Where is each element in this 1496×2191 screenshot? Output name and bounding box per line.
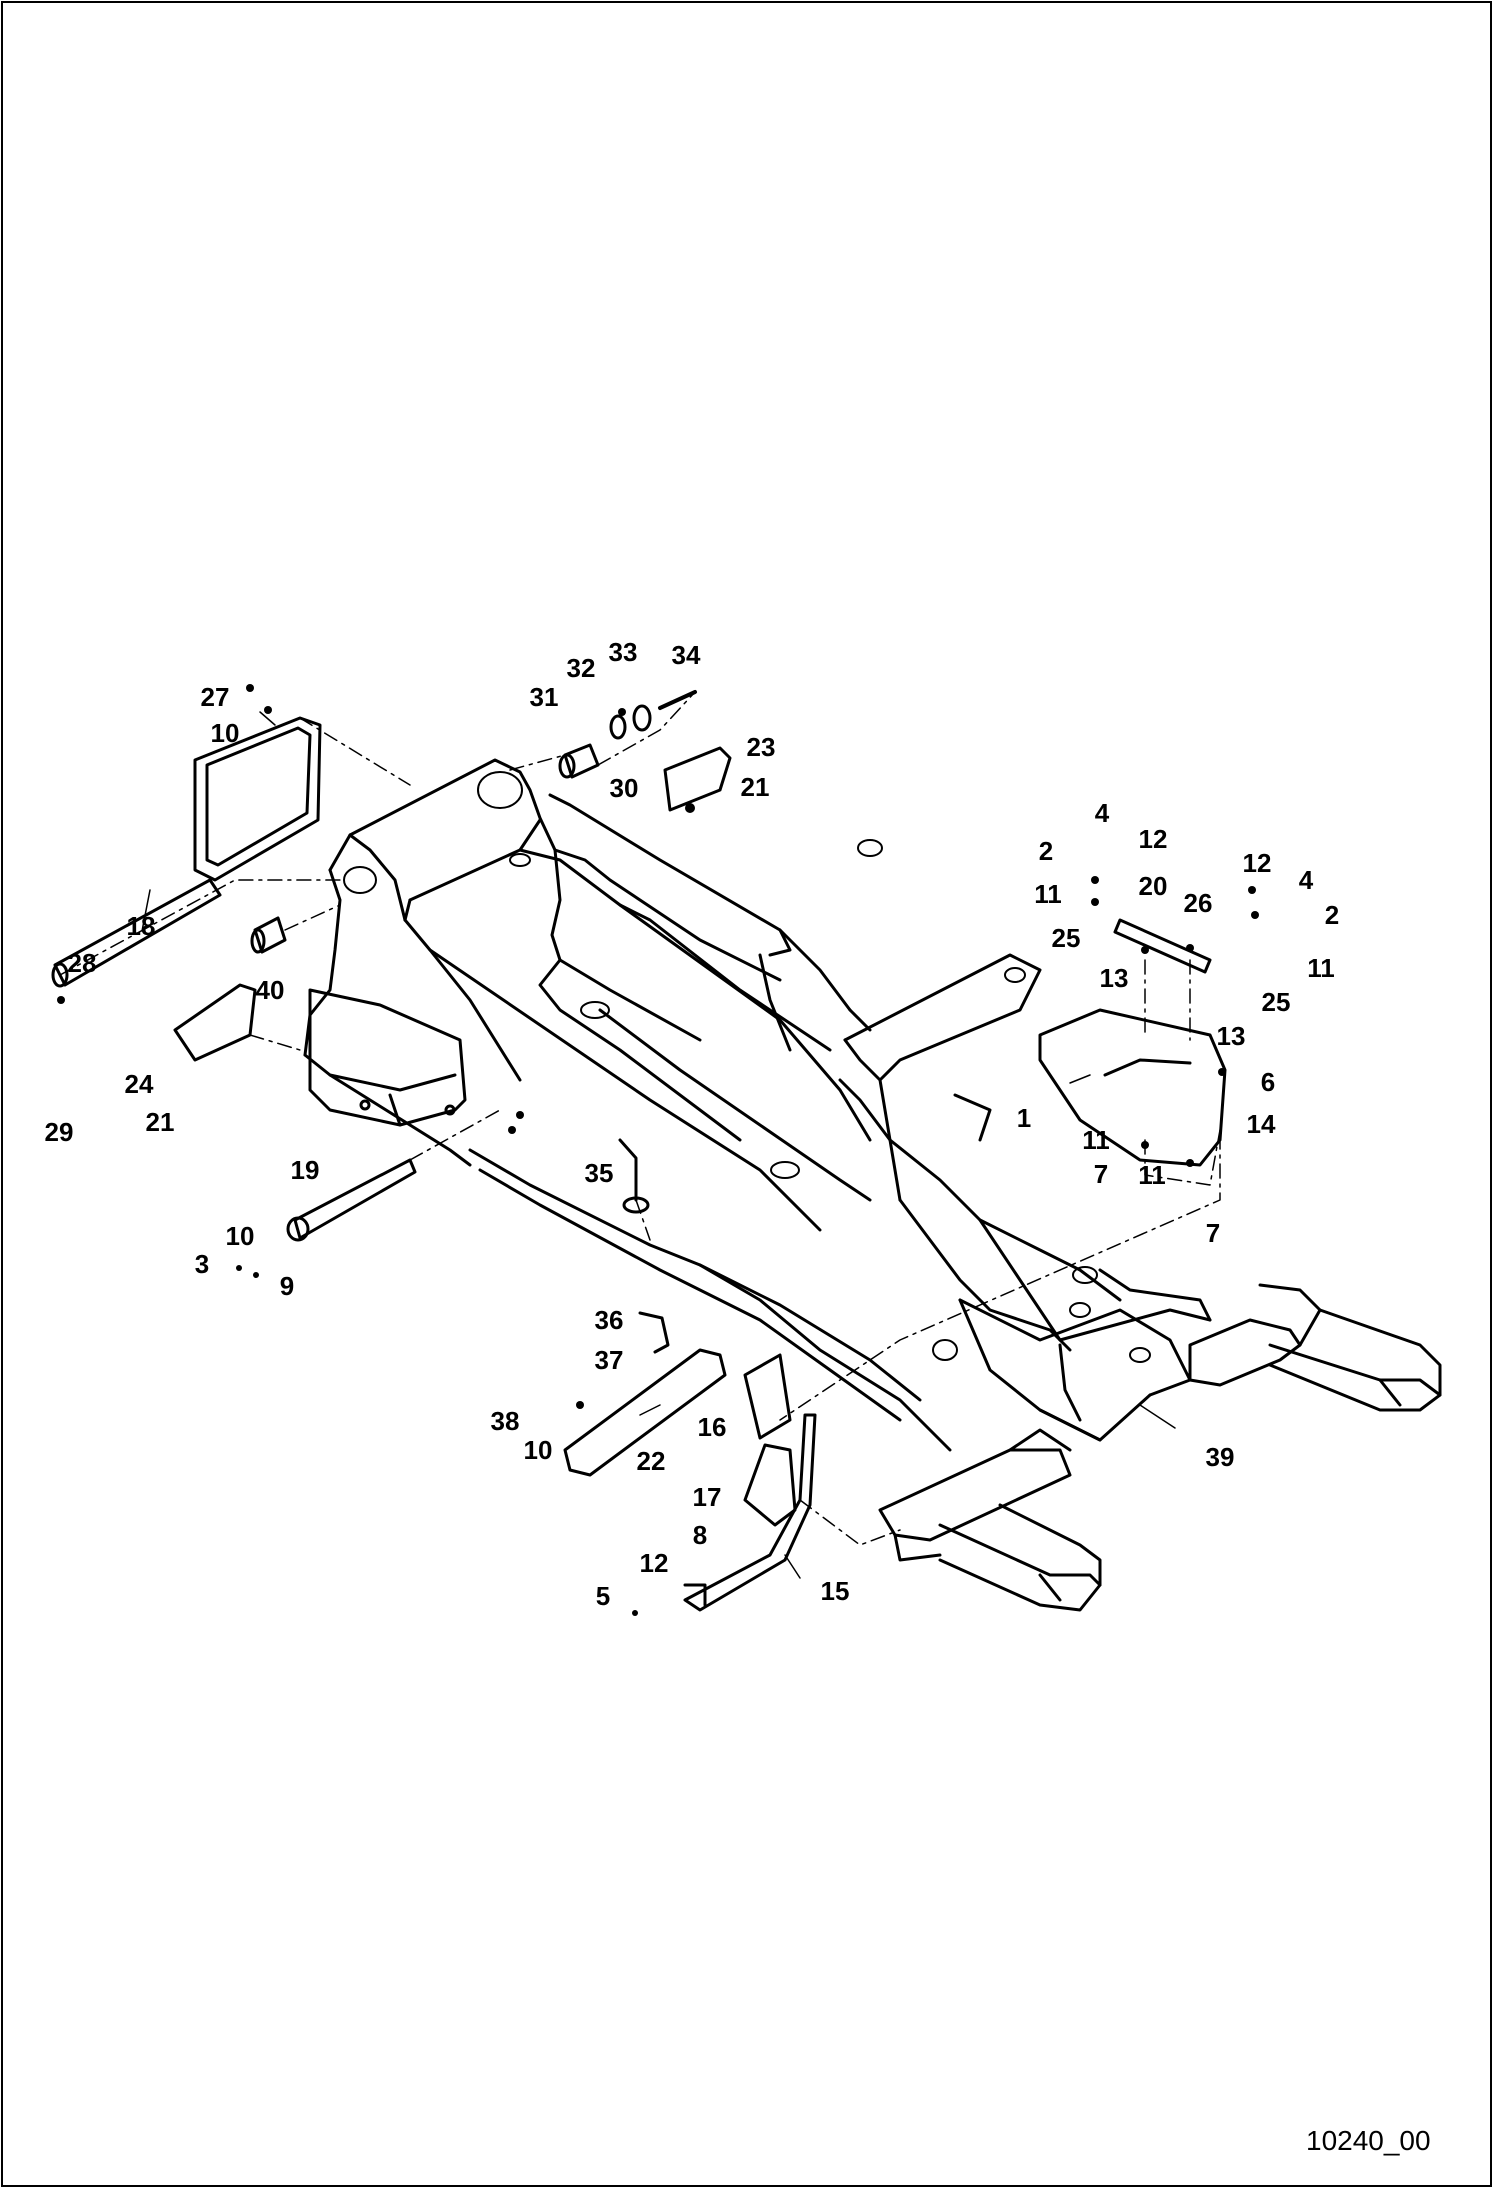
callout: 13 bbox=[1099, 963, 1129, 993]
callout: 3 bbox=[194, 1249, 210, 1279]
callout: 5 bbox=[595, 1581, 611, 1611]
callout: 37 bbox=[594, 1345, 624, 1375]
callout: 39 bbox=[1205, 1442, 1235, 1472]
callout: 25 bbox=[1051, 923, 1081, 953]
callout: 12 bbox=[639, 1548, 669, 1578]
callout: 25 bbox=[1261, 987, 1291, 1017]
callout: 10 bbox=[523, 1435, 553, 1465]
clip-36-37 bbox=[638, 1311, 670, 1354]
bracket-24 bbox=[173, 983, 257, 1062]
callout: 6 bbox=[1260, 1067, 1276, 1097]
callout: 10 bbox=[225, 1221, 255, 1251]
rod-20-26 bbox=[1113, 918, 1212, 974]
callout: 38 bbox=[490, 1406, 520, 1436]
callout: 24 bbox=[124, 1069, 154, 1099]
callout: 12 bbox=[1242, 848, 1272, 878]
callout: 31 bbox=[529, 682, 559, 712]
callout: 21 bbox=[145, 1107, 175, 1137]
callout: 2 bbox=[1038, 836, 1054, 866]
bracket-23 bbox=[663, 746, 732, 812]
callout: 19 bbox=[290, 1155, 320, 1185]
callout: 8 bbox=[692, 1520, 708, 1550]
callout: 14 bbox=[1246, 1109, 1276, 1139]
callout: 16 bbox=[697, 1412, 727, 1442]
callout: 11 bbox=[1034, 879, 1062, 909]
callout: 15 bbox=[820, 1576, 850, 1606]
callout: 40 bbox=[255, 975, 285, 1005]
callout: 32 bbox=[566, 653, 596, 683]
drawing-id-label: 10240_00 bbox=[1306, 2125, 1431, 2156]
callout: 35 bbox=[584, 1158, 614, 1188]
callout: 18 bbox=[126, 911, 156, 941]
callout: 27 bbox=[200, 682, 230, 712]
callout: 11 bbox=[1307, 953, 1335, 983]
bolt-35 bbox=[618, 1138, 650, 1214]
callout: 2 bbox=[1324, 900, 1340, 930]
bolt-34 bbox=[658, 690, 697, 710]
callout: 20 bbox=[1138, 871, 1168, 901]
front-frame bbox=[888, 1138, 1212, 1442]
washer-32 bbox=[609, 714, 627, 740]
callout: 11 bbox=[1138, 1160, 1166, 1190]
lift-arm bbox=[403, 818, 872, 1232]
leader-lines bbox=[59, 691, 1221, 1546]
callout: 17 bbox=[692, 1482, 722, 1512]
callout: 23 bbox=[746, 732, 776, 762]
callout: 4 bbox=[1298, 865, 1314, 895]
left-upright bbox=[303, 758, 702, 1167]
callout: 21 bbox=[740, 772, 770, 802]
callout: 29 bbox=[44, 1117, 74, 1147]
callout: 10 bbox=[210, 718, 240, 748]
plate-17 bbox=[743, 1443, 797, 1527]
callout: 22 bbox=[636, 1446, 666, 1476]
callout: 12 bbox=[1138, 824, 1168, 854]
callout: 34 bbox=[671, 640, 701, 670]
upper-arm bbox=[548, 793, 852, 1052]
callout-leaders bbox=[141, 711, 1176, 1579]
callout: 13 bbox=[1216, 1021, 1246, 1051]
hardware-dots bbox=[57, 684, 1259, 1616]
callout: 7 bbox=[1205, 1218, 1221, 1248]
callout: 33 bbox=[608, 637, 638, 667]
bracket-16 bbox=[743, 1353, 792, 1440]
channel-22 bbox=[563, 1348, 727, 1477]
frame-holes bbox=[343, 771, 1151, 1363]
callout: 36 bbox=[594, 1305, 624, 1335]
pin-19 bbox=[286, 1158, 417, 1242]
lower-rail bbox=[468, 1148, 952, 1452]
callout: 9 bbox=[279, 1271, 295, 1301]
callout: 4 bbox=[1094, 798, 1110, 828]
rear-crossmember bbox=[838, 953, 1042, 1202]
callout: 7 bbox=[1093, 1159, 1109, 1189]
callout: 28 bbox=[67, 948, 97, 978]
right-step bbox=[1188, 1283, 1442, 1412]
callout: 11 bbox=[1082, 1125, 1110, 1155]
bushing-40 bbox=[250, 916, 287, 954]
pin-18 bbox=[51, 878, 222, 988]
housing-box bbox=[308, 988, 467, 1127]
washer-33 bbox=[632, 704, 652, 732]
left-step bbox=[878, 1428, 1102, 1612]
callout: 1 bbox=[1016, 1103, 1032, 1133]
callout: 30 bbox=[609, 773, 639, 803]
lever-15 bbox=[683, 1413, 817, 1612]
callout: 26 bbox=[1183, 888, 1213, 918]
plate-1 bbox=[1038, 1008, 1227, 1167]
bushing-30 bbox=[558, 743, 600, 779]
